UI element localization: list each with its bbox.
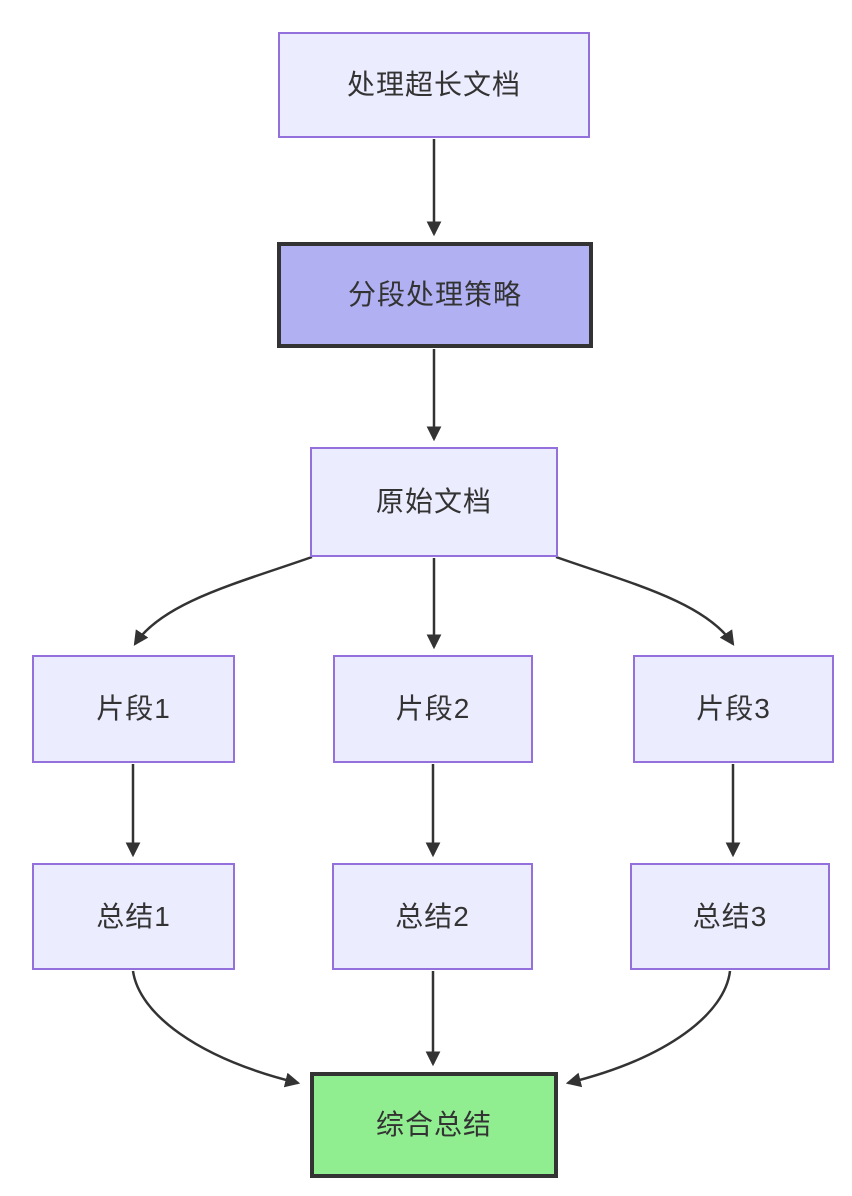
node-fragment-1: 片段1 — [32, 655, 235, 763]
node-fragment-2: 片段2 — [333, 655, 533, 763]
node-label: 片段2 — [395, 693, 471, 724]
node-summary-1: 总结1 — [32, 863, 235, 970]
node-label: 片段1 — [96, 693, 171, 724]
node-label: 分段处理策略 — [347, 279, 522, 310]
edge-original-to-fragment3 — [555, 555, 735, 646]
node-label: 总结2 — [395, 900, 470, 932]
edge-summary1-to-final — [131, 970, 301, 1088]
node-label: 片段3 — [696, 693, 771, 724]
edge-original-to-fragment1 — [133, 555, 313, 646]
node-process-long-doc: 处理超长文档 — [278, 32, 590, 138]
node-original-doc: 原始文档 — [310, 447, 558, 557]
node-label: 总结3 — [692, 900, 768, 932]
node-label: 总结1 — [96, 900, 171, 932]
node-label: 综合总结 — [375, 1109, 492, 1140]
node-summary-3: 总结3 — [630, 863, 830, 970]
node-segmentation-strategy: 分段处理策略 — [277, 242, 593, 348]
node-label: 处理超长文档 — [346, 69, 521, 100]
node-fragment-3: 片段3 — [633, 655, 834, 763]
node-final-summary: 综合总结 — [310, 1072, 558, 1178]
node-summary-2: 总结2 — [332, 863, 533, 970]
node-label: 原始文档 — [375, 486, 492, 517]
edge-summary3-to-final — [565, 970, 732, 1088]
